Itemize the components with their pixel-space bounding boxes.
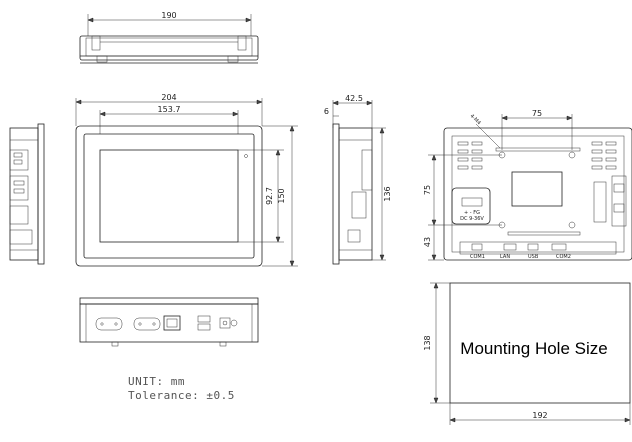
right-side-view: 42.5 6 136 bbox=[324, 94, 392, 265]
dim-front-height: 150 bbox=[277, 188, 286, 203]
dim-rear-hole-spacing: 75 bbox=[532, 109, 542, 118]
unit-note: UNIT: mm bbox=[128, 375, 185, 388]
rear-port-2: LAN bbox=[500, 254, 510, 260]
dim-top-width: 190 bbox=[161, 11, 176, 20]
left-side-view bbox=[9, 123, 45, 265]
rear-vents-left bbox=[457, 141, 483, 170]
rear-view: 75 4-M4 bbox=[423, 109, 632, 261]
rear-port-1: COM1 bbox=[470, 254, 485, 260]
cutout-view: 138 192 Mounting Hole Size bbox=[423, 282, 631, 425]
rear-port-4: COM2 bbox=[556, 254, 571, 260]
dim-side-depth: 42.5 bbox=[345, 94, 363, 103]
dim-cutout-height: 138 bbox=[423, 335, 432, 350]
dim-side-height: 136 bbox=[383, 186, 392, 201]
bottom-view bbox=[79, 297, 259, 347]
rear-terminal-label-1: + - FG bbox=[464, 210, 480, 216]
rear-vents-right bbox=[591, 141, 617, 170]
dim-front-width: 204 bbox=[161, 93, 176, 102]
cutout-label: Mounting Hole Size bbox=[460, 339, 607, 358]
dim-front-inner-width: 153.7 bbox=[158, 105, 181, 114]
front-view: 204 153.7 150 92.7 bbox=[75, 93, 298, 267]
dim-rear-vertical-spacing: 75 bbox=[423, 185, 432, 195]
dim-rear-bottom-offset: 43 bbox=[423, 237, 432, 247]
dim-rear-hole-spec: 4-M4 bbox=[469, 113, 482, 126]
top-view: 190 bbox=[79, 11, 259, 64]
rear-terminal-label-2: DC 9-36V bbox=[460, 216, 484, 222]
dim-side-small: 6 bbox=[324, 107, 329, 116]
dim-front-inner-height: 92.7 bbox=[265, 187, 274, 205]
dim-cutout-width: 192 bbox=[532, 411, 547, 420]
rear-port-3: USB bbox=[528, 254, 539, 260]
tolerance-note: Tolerance: ±0.5 bbox=[128, 389, 235, 402]
